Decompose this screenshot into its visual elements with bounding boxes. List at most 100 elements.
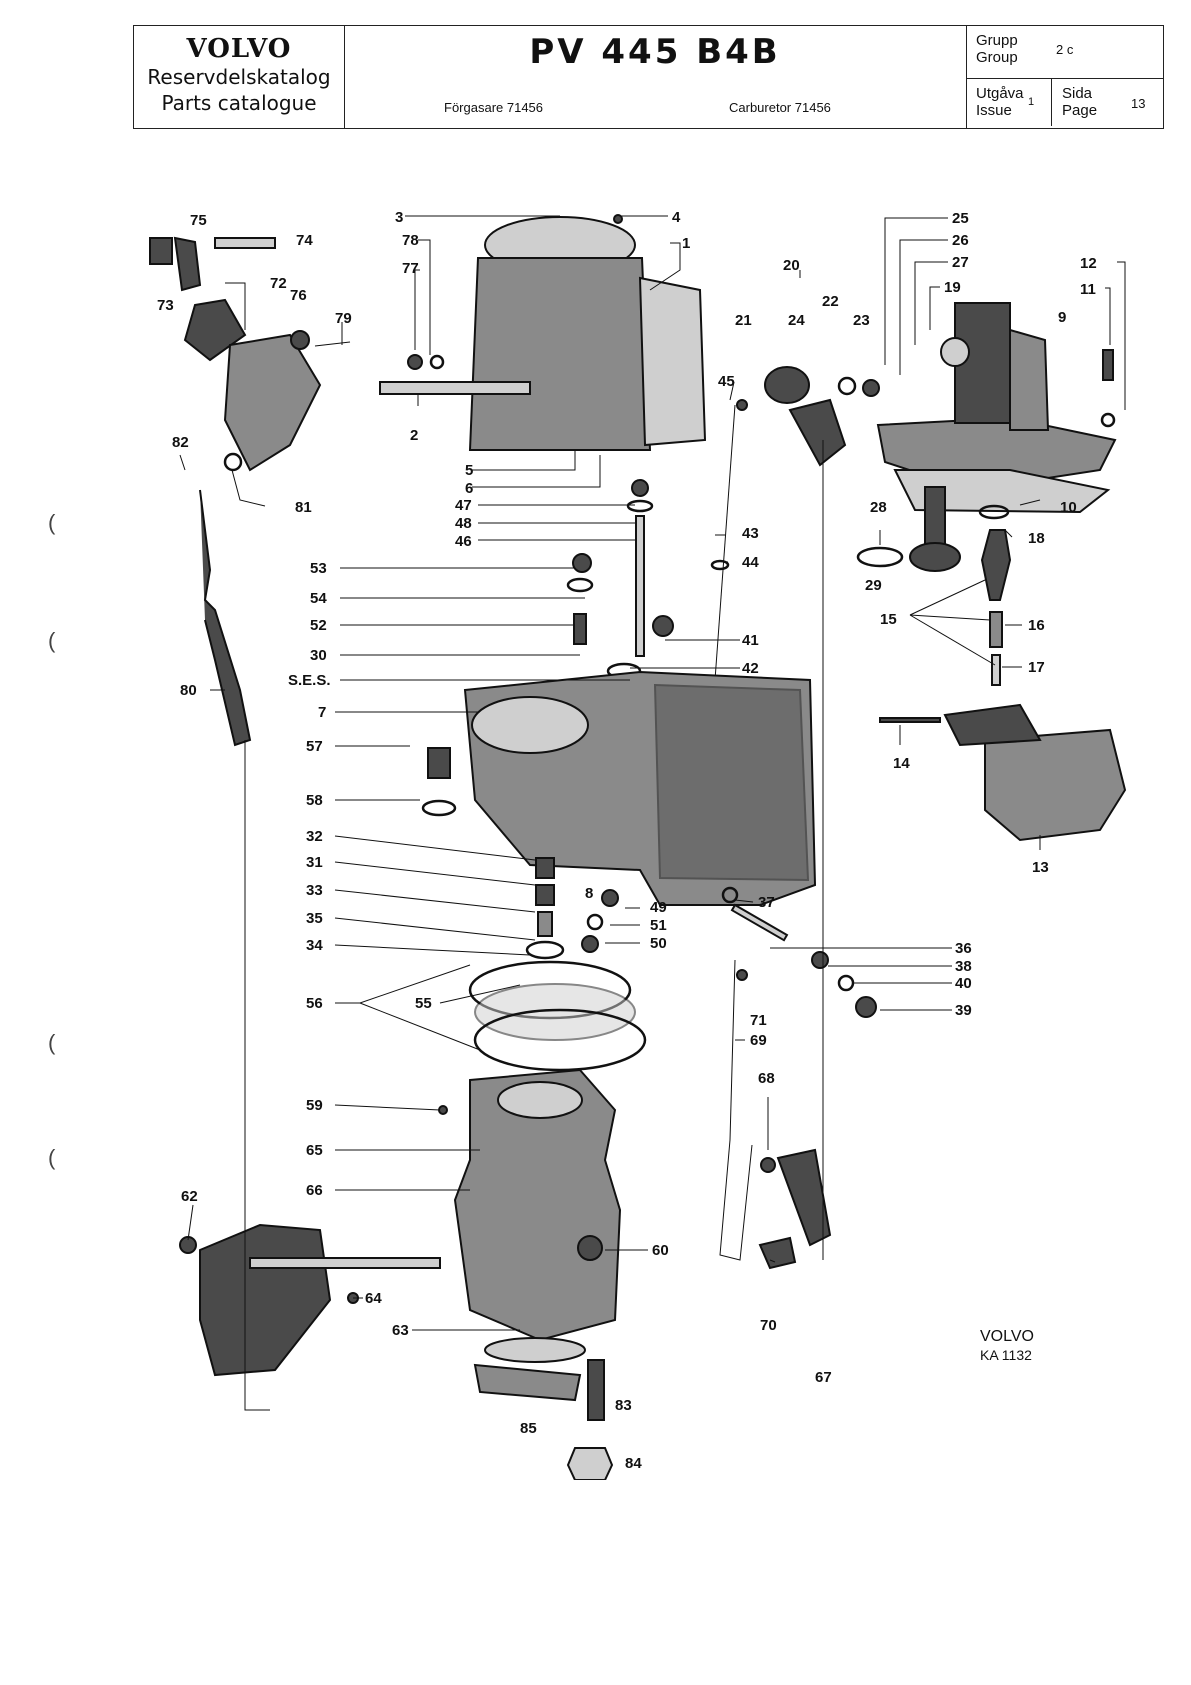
- callout-3: 3: [395, 209, 403, 226]
- callout-47: 47: [455, 497, 472, 514]
- page-label-swedish: Sida: [1062, 85, 1093, 102]
- pin-part: [879, 717, 941, 723]
- washer-part: [626, 499, 654, 513]
- callout-56: 56: [306, 995, 323, 1012]
- throttle-lever-assembly: [179, 1223, 441, 1377]
- nut-part: [862, 379, 880, 397]
- callout-39: 39: [955, 1002, 972, 1019]
- callout-45: 45: [718, 373, 735, 390]
- callout-40: 40: [955, 975, 972, 992]
- venturi-part: [471, 696, 589, 754]
- connecting-rod-part: [719, 959, 753, 1261]
- throttle-shaft-part: [249, 1257, 441, 1269]
- callout-70: 70: [760, 1317, 777, 1334]
- nut-part: [566, 1447, 614, 1480]
- page-cell: Sida Page: [1062, 85, 1097, 119]
- callout-83: 83: [615, 1397, 632, 1414]
- pump-lever-assembly: [736, 366, 880, 467]
- callout-81: 81: [295, 499, 312, 516]
- callout-55: 55: [415, 995, 432, 1012]
- scan-bracket-mark: (: [48, 628, 56, 653]
- brand-block: VOLVO Reservdelskatalog Parts catalogue: [134, 26, 345, 128]
- page-value: 13: [1131, 96, 1146, 111]
- gasket-part: [473, 1363, 582, 1402]
- leader-lines: [179, 215, 1126, 1331]
- clamp-part: [758, 1236, 797, 1270]
- callout-65: 65: [306, 1142, 323, 1159]
- callout-42: 42: [742, 660, 759, 677]
- cam-part: [764, 366, 810, 404]
- needle-valve-part: [980, 529, 1012, 601]
- callout-38: 38: [955, 958, 972, 975]
- callout-59: 59: [306, 1097, 323, 1114]
- page-label-english: Page: [1062, 102, 1098, 119]
- screw-part: [577, 1235, 603, 1261]
- jet-part: [535, 857, 555, 879]
- callout-10: 10: [1060, 499, 1077, 516]
- pin-part: [730, 903, 789, 942]
- issue-label-english: Issue: [976, 102, 1012, 119]
- group-cell: Grupp Group 2 c: [966, 26, 1163, 79]
- subtitle-english: Parts catalogue: [161, 91, 317, 115]
- callout-5: 5: [465, 462, 473, 479]
- pump-rod-part: [714, 404, 736, 681]
- callout-73: 73: [157, 297, 174, 314]
- float-valve-assembly: [978, 504, 1012, 686]
- reference-block: Grupp Group 2 c Utgåva Issue 1 Sida Page…: [966, 26, 1163, 128]
- washer-part: [421, 799, 457, 817]
- callout-22: 22: [822, 293, 839, 310]
- callout-44: 44: [742, 554, 759, 571]
- callout-26: 26: [952, 232, 969, 249]
- part-callouts: 3 4 1 78 77 2 79 76 72 75 74 73 82 81 80…: [157, 209, 1097, 1472]
- float-arm-part: [943, 703, 1042, 747]
- scan-bracket-mark: (: [48, 1030, 56, 1055]
- callout-46: 46: [455, 533, 472, 550]
- washer-part: [837, 974, 855, 992]
- choke-plate-part: [223, 333, 322, 472]
- gasket-part: [473, 1008, 647, 1072]
- callout-36: 36: [955, 940, 972, 957]
- spring-part: [314, 341, 351, 347]
- callout-80: 80: [180, 682, 197, 699]
- callout-74: 74: [296, 232, 313, 249]
- throttle-body: [438, 1068, 622, 1342]
- subtitle-swedish: Reservdelskatalog: [147, 65, 331, 89]
- jet-stack: [525, 857, 619, 960]
- screw-part: [736, 399, 748, 411]
- carburetor-body: [421, 670, 817, 906]
- vacuum-cover-assembly: [856, 302, 1117, 572]
- jet-part: [631, 479, 649, 497]
- spring-part: [989, 611, 1003, 648]
- washer-part: [566, 577, 594, 593]
- gasket-part: [474, 983, 636, 1041]
- callout-17: 17: [1028, 659, 1045, 676]
- screw-part: [760, 1157, 776, 1173]
- scan-bracket-mark: (: [48, 510, 56, 535]
- choke-lever-assembly: [149, 236, 351, 472]
- spring-part: [537, 911, 553, 937]
- callout-79: 79: [335, 310, 352, 327]
- callout-84: 84: [625, 1455, 642, 1472]
- gasket-part: [893, 469, 1111, 514]
- callout-20: 20: [783, 257, 800, 274]
- callout-43: 43: [742, 525, 759, 542]
- callout-7: 7: [318, 704, 326, 721]
- callout-11: 11: [1080, 281, 1096, 298]
- housing-part: [1009, 328, 1050, 431]
- plug-part: [855, 996, 877, 1018]
- callout-25: 25: [952, 210, 969, 227]
- carburetor-exploded-diagram: 3 4 1 78 77 2 79 76 72 75 74 73 82 81 80…: [149, 209, 1127, 1480]
- callout-13: 13: [1032, 859, 1049, 876]
- callout-68: 68: [758, 1070, 775, 1087]
- callout-62: 62: [181, 1188, 198, 1205]
- callout-8: 8: [585, 885, 593, 902]
- callout-60: 60: [652, 1242, 669, 1259]
- callout-4: 4: [672, 209, 681, 226]
- callout-19: 19: [944, 279, 961, 296]
- plug-part: [572, 553, 592, 573]
- callout-9: 9: [1058, 309, 1066, 326]
- callout-6: 6: [465, 480, 473, 497]
- callout-82: 82: [172, 434, 189, 451]
- screw-part: [581, 935, 599, 953]
- washer-part: [586, 913, 604, 931]
